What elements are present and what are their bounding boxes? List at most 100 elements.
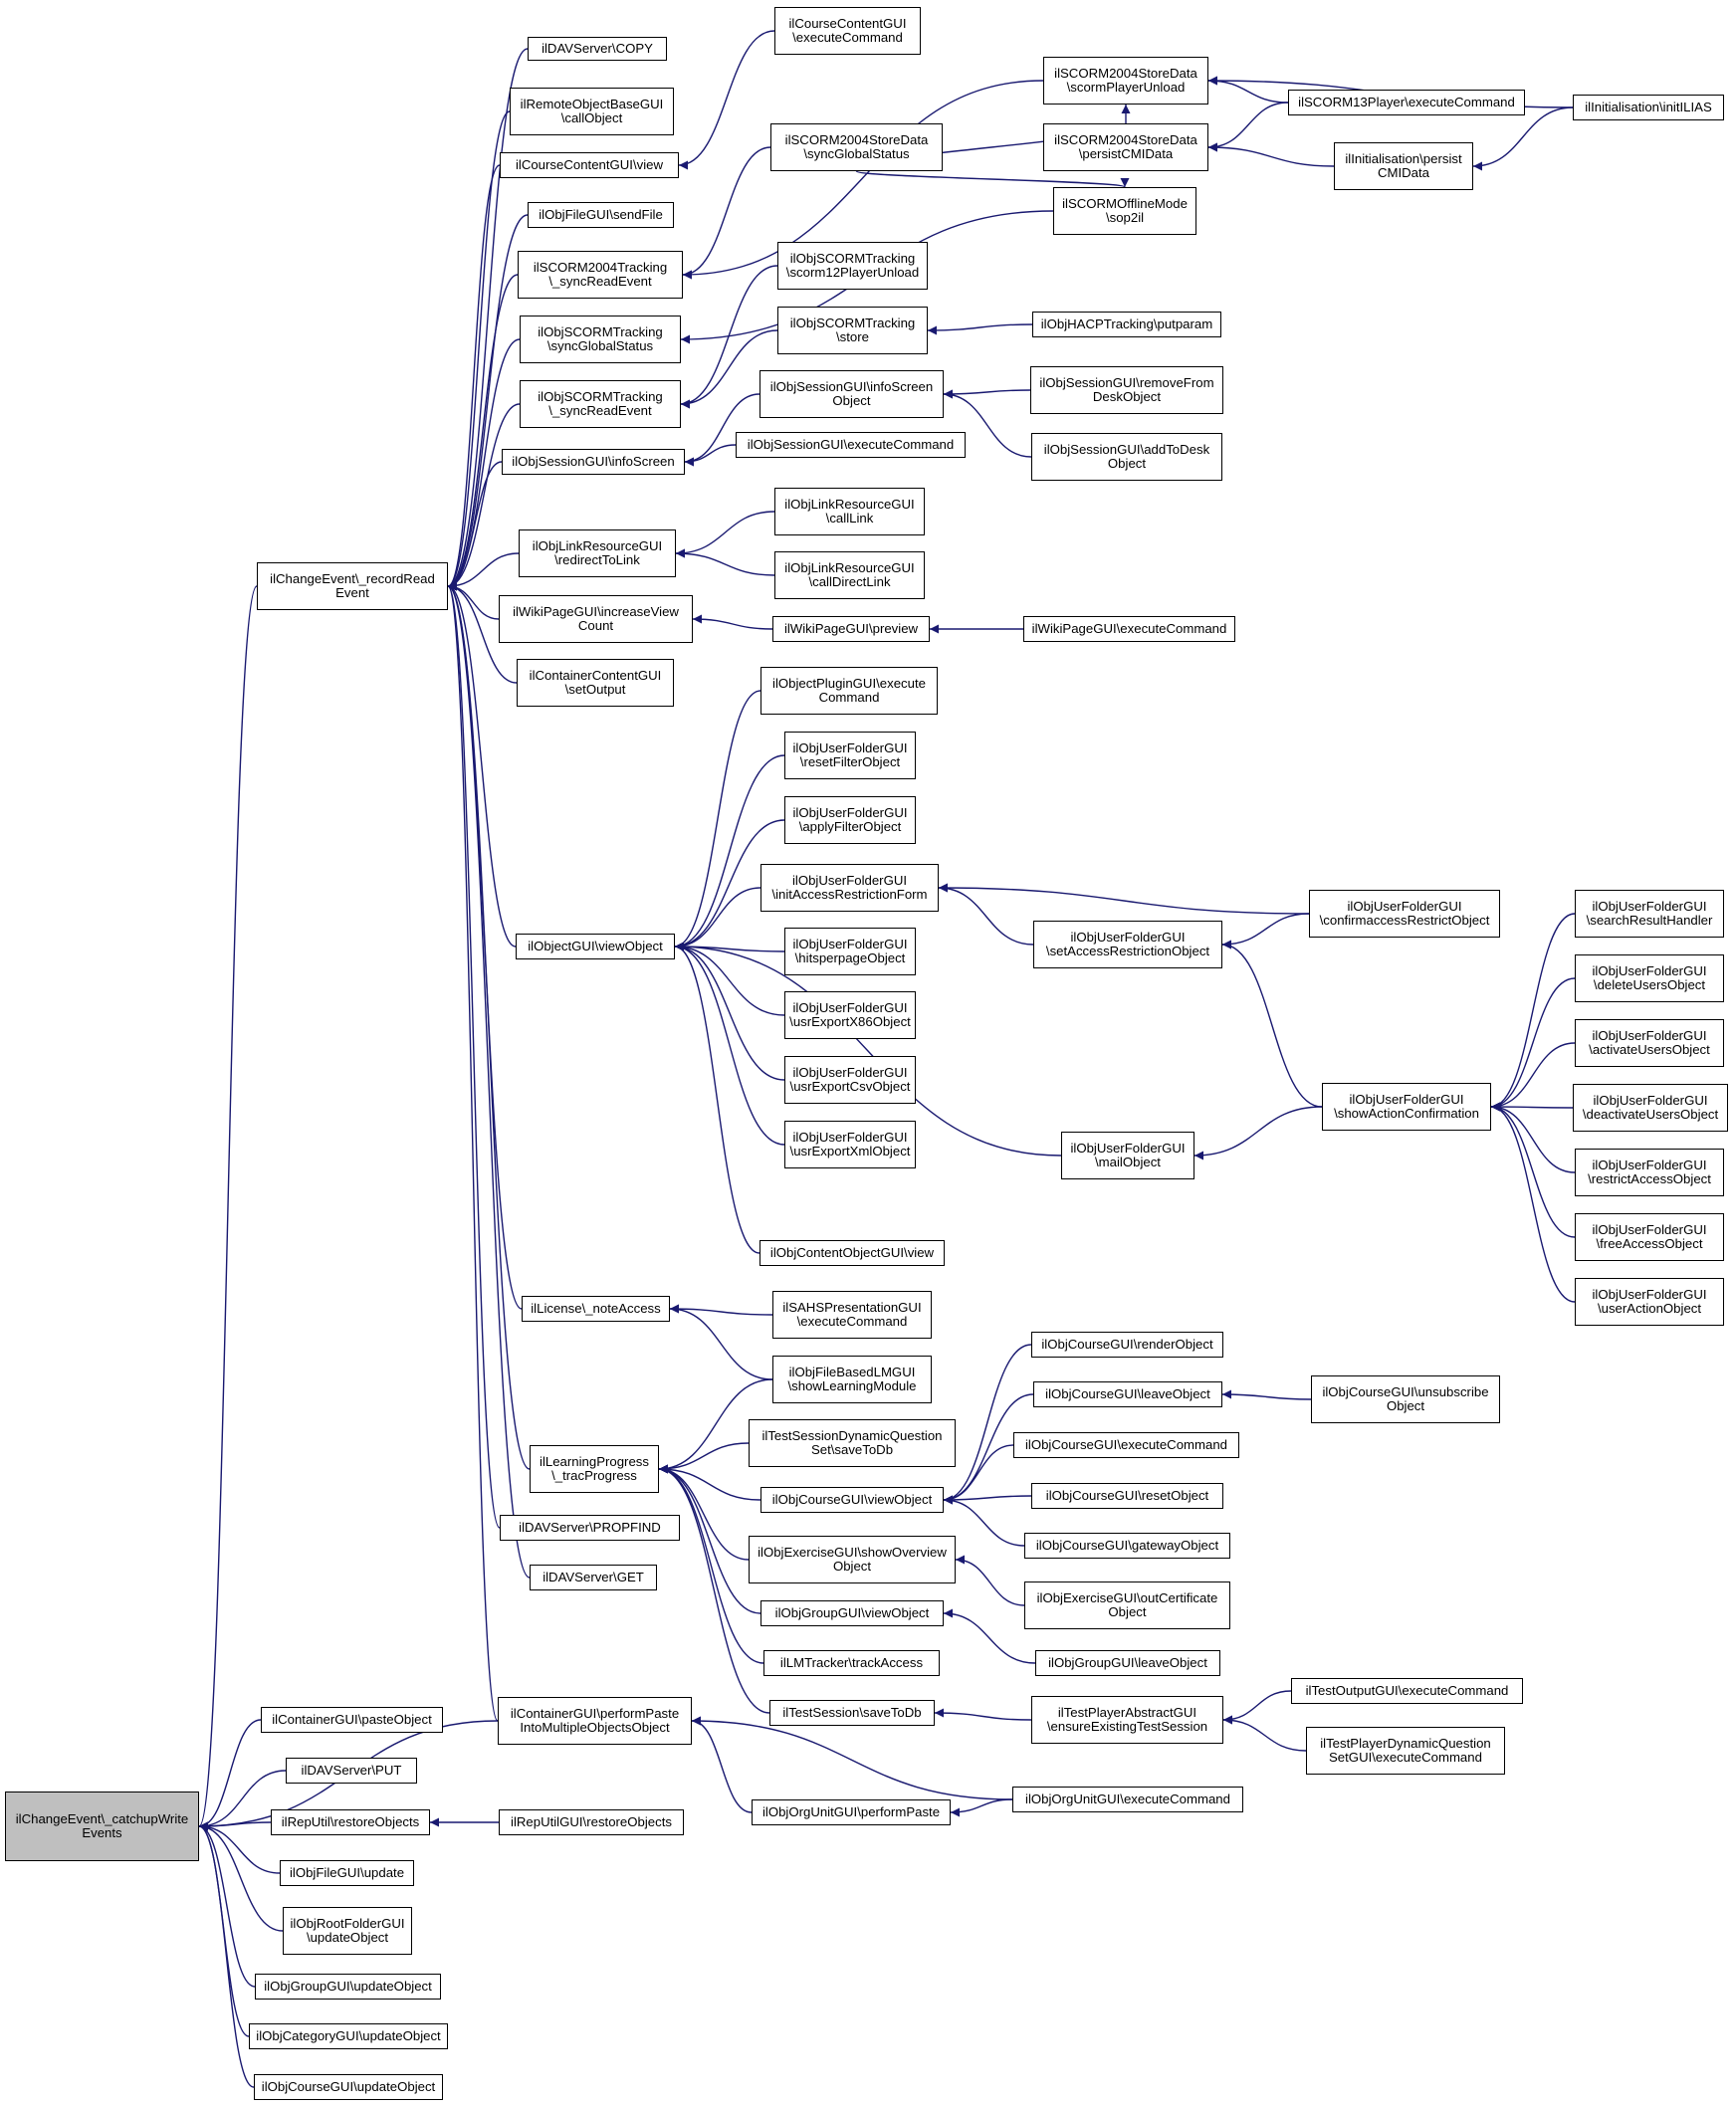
- edge-storeSync-to-scorm2004Sync: [682, 146, 771, 280]
- node-contPaste[interactable]: ilContainerGUI\pasteObject: [261, 1707, 443, 1733]
- node-ufUserAct[interactable]: ilObjUserFolderGUI \userActionObject: [1575, 1278, 1724, 1326]
- edge-storeSync-to-offline: [855, 170, 1130, 188]
- node-lpTrac[interactable]: ilLearningProgress \_tracProgress: [530, 1445, 659, 1493]
- node-fileSend[interactable]: ilObjFileGUI\sendFile: [528, 202, 674, 228]
- node-repGuiRestore[interactable]: ilRepUtilGUI\restoreObjects: [499, 1809, 684, 1835]
- node-sessInfoObj[interactable]: ilObjSessionGUI\infoScreen Object: [760, 370, 944, 418]
- node-objView[interactable]: ilObjectGUI\viewObject: [516, 934, 675, 959]
- node-ufRestrict[interactable]: ilObjUserFolderGUI \restrictAccessObject: [1575, 1149, 1724, 1196]
- node-crsView[interactable]: ilObjCourseGUI\viewObject: [760, 1487, 944, 1513]
- edge-linkDirect-to-linkRedirect: [675, 548, 775, 576]
- node-objScormSyncRead[interactable]: ilObjSCORMTracking \_syncReadEvent: [520, 380, 681, 428]
- edge-scorm13Exec-to-storePersist: [1207, 102, 1289, 152]
- node-ccView[interactable]: ilCourseContentGUI\view: [500, 152, 679, 178]
- node-grpView[interactable]: ilObjGroupGUI\viewObject: [760, 1600, 944, 1626]
- node-ufShowAct[interactable]: ilObjUserFolderGUI \showActionConfirmati…: [1322, 1083, 1491, 1131]
- node-davGet[interactable]: ilDAVServer\GET: [530, 1565, 657, 1590]
- node-tsSave[interactable]: ilTestSession\saveToDb: [769, 1700, 935, 1726]
- node-ufApply[interactable]: ilObjUserFolderGUI \applyFilterObject: [784, 796, 916, 844]
- node-contPerform[interactable]: ilContainerGUI\performPaste IntoMultiple…: [498, 1697, 692, 1745]
- node-crsUnsub[interactable]: ilObjCourseGUI\unsubscribe Object: [1311, 1375, 1500, 1423]
- edge-ouExec-to-contPerform: [691, 1716, 1013, 1800]
- node-remoteCall[interactable]: ilRemoteObjectBaseGUI \callObject: [510, 88, 674, 135]
- node-ouPerform[interactable]: ilObjOrgUnitGUI\performPaste: [752, 1799, 951, 1825]
- node-ufXml[interactable]: ilObjUserFolderGUI \usrExportXmlObject: [784, 1121, 916, 1168]
- node-contSetOut[interactable]: ilContainerContentGUI \setOutput: [517, 659, 674, 707]
- node-crsRender[interactable]: ilObjCourseGUI\renderObject: [1031, 1332, 1223, 1358]
- node-ufConfirm[interactable]: ilObjUserFolderGUI \confirmaccessRestric…: [1309, 890, 1500, 938]
- node-ufActivate[interactable]: ilObjUserFolderGUI \activateUsersObject: [1575, 1019, 1724, 1067]
- node-linkCall[interactable]: ilObjLinkResourceGUI \callLink: [774, 488, 925, 535]
- node-rootFolder[interactable]: ilObjRootFolderGUI \updateObject: [283, 1907, 412, 1955]
- node-davPropfind[interactable]: ilDAVServer\PROPFIND: [500, 1515, 680, 1541]
- node-scorm13Exec[interactable]: ilSCORM13Player\executeCommand: [1288, 90, 1525, 115]
- node-crsUpdate[interactable]: ilObjCourseGUI\updateObject: [254, 2074, 443, 2100]
- node-repRestore[interactable]: ilRepUtil\restoreObjects: [271, 1809, 430, 1835]
- edge-crsExec-to-crsView: [943, 1444, 1014, 1505]
- node-toExec[interactable]: ilTestOutputGUI\executeCommand: [1291, 1678, 1523, 1704]
- node-linkRedirect[interactable]: ilObjLinkResourceGUI \redirectToLink: [519, 529, 676, 577]
- node-linkDirect[interactable]: ilObjLinkResourceGUI \callDirectLink: [774, 551, 925, 599]
- node-excCert[interactable]: ilObjExerciseGUI\outCertificate Object: [1024, 1581, 1230, 1629]
- edge-sessExec-to-sessInfo: [684, 444, 737, 467]
- node-recordRead[interactable]: ilChangeEvent\_recordRead Event: [257, 562, 448, 610]
- node-scormStore[interactable]: ilObjSCORMTracking \store: [777, 307, 928, 354]
- node-crsLeave[interactable]: ilObjCourseGUI\leaveObject: [1033, 1381, 1222, 1407]
- node-storePersist[interactable]: ilSCORM2004StoreData \persistCMIData: [1043, 123, 1208, 171]
- node-license[interactable]: ilLicense\_noteAccess: [522, 1296, 670, 1322]
- node-hacp[interactable]: ilObjHACPTracking\putparam: [1032, 312, 1221, 337]
- node-tpdqExec[interactable]: ilTestPlayerDynamicQuestion SetGUI\execu…: [1306, 1727, 1505, 1775]
- node-cobView[interactable]: ilObjContentObjectGUI\view: [760, 1240, 945, 1266]
- node-ufX86[interactable]: ilObjUserFolderGUI \usrExportX86Object: [784, 991, 916, 1039]
- node-ufCsv[interactable]: ilObjUserFolderGUI \usrExportCsvObject: [784, 1056, 916, 1104]
- node-wikiExec[interactable]: ilWikiPageGUI\executeCommand: [1023, 616, 1235, 642]
- node-initPersist[interactable]: ilInitialisation\persist CMIData: [1334, 142, 1473, 190]
- node-scorm12Unload[interactable]: ilObjSCORMTracking \scorm12PlayerUnload: [777, 242, 928, 290]
- edge-grpView-to-lpTrac: [658, 1464, 761, 1614]
- node-davPut[interactable]: ilDAVServer\PUT: [286, 1758, 417, 1784]
- node-sessExec[interactable]: ilObjSessionGUI\executeCommand: [736, 432, 966, 458]
- node-ufDeactivate[interactable]: ilObjUserFolderGUI \deactivateUsersObjec…: [1573, 1084, 1728, 1132]
- node-davCopy[interactable]: ilDAVServer\COPY: [528, 37, 667, 61]
- node-crsExec[interactable]: ilObjCourseGUI\executeCommand: [1013, 1432, 1239, 1458]
- node-ufFree[interactable]: ilObjUserFolderGUI \freeAccessObject: [1575, 1213, 1724, 1261]
- node-sessInfo[interactable]: ilObjSessionGUI\infoScreen: [502, 449, 685, 475]
- node-catUpdate[interactable]: ilObjCategoryGUI\updateObject: [249, 2023, 448, 2049]
- node-initIlias[interactable]: ilInitialisation\initILIAS: [1573, 95, 1724, 120]
- node-fblm[interactable]: ilObjFileBasedLMGUI \showLearningModule: [772, 1356, 932, 1403]
- node-scorm2004Sync[interactable]: ilSCORM2004Tracking \_syncReadEvent: [518, 251, 683, 299]
- node-tsdqSave[interactable]: ilTestSessionDynamicQuestion Set\saveToD…: [749, 1419, 956, 1467]
- node-ufDelete[interactable]: ilObjUserFolderGUI \deleteUsersObject: [1575, 954, 1724, 1002]
- node-crsReset[interactable]: ilObjCourseGUI\resetObject: [1031, 1483, 1223, 1509]
- edge-davPropfind-to-recordRead: [447, 581, 501, 1529]
- node-pluginExec[interactable]: ilObjectPluginGUI\execute Command: [760, 667, 938, 715]
- node-tpEnsure[interactable]: ilTestPlayerAbstractGUI \ensureExistingT…: [1031, 1696, 1223, 1744]
- node-fileUpdate[interactable]: ilObjFileGUI\update: [280, 1860, 414, 1886]
- node-sessRemove[interactable]: ilObjSessionGUI\removeFrom DeskObject: [1030, 366, 1223, 414]
- node-ufMail[interactable]: ilObjUserFolderGUI \mailObject: [1061, 1132, 1194, 1179]
- node-grpUpdate[interactable]: ilObjGroupGUI\updateObject: [255, 1974, 441, 2000]
- node-crsGateway[interactable]: ilObjCourseGUI\gatewayObject: [1024, 1533, 1230, 1559]
- edge-linkRedirect-to-recordRead: [447, 552, 520, 591]
- node-ouExec[interactable]: ilObjOrgUnitGUI\executeCommand: [1012, 1787, 1243, 1812]
- node-ufSearch[interactable]: ilObjUserFolderGUI \searchResultHandler: [1575, 890, 1724, 938]
- node-sessAdd[interactable]: ilObjSessionGUI\addToDesk Object: [1031, 433, 1222, 481]
- node-wikiPreview[interactable]: ilWikiPageGUI\preview: [772, 616, 930, 642]
- edge-ufInitAcc-to-objView: [674, 887, 761, 951]
- node-ufHits[interactable]: ilObjUserFolderGUI \hitsperpageObject: [784, 928, 916, 975]
- node-offline[interactable]: ilSCORMOfflineMode \sop2il: [1053, 187, 1196, 235]
- node-ufReset[interactable]: ilObjUserFolderGUI \resetFilterObject: [784, 732, 916, 779]
- node-storeUnload[interactable]: ilSCORM2004StoreData \scormPlayerUnload: [1043, 57, 1208, 105]
- node-lmTrack[interactable]: ilLMTracker\trackAccess: [763, 1650, 940, 1676]
- node-storeSync[interactable]: ilSCORM2004StoreData \syncGlobalStatus: [770, 123, 943, 171]
- node-sahsExec[interactable]: ilSAHSPresentationGUI \executeCommand: [772, 1291, 932, 1339]
- node-objScormSyncGlobal[interactable]: ilObjSCORMTracking \syncGlobalStatus: [520, 316, 681, 363]
- node-ccExec[interactable]: ilCourseContentGUI \executeCommand: [774, 7, 921, 55]
- node-ufInitAcc[interactable]: ilObjUserFolderGUI \initAccessRestrictio…: [760, 864, 939, 912]
- node-grpLeave[interactable]: ilObjGroupGUI\leaveObject: [1035, 1650, 1220, 1676]
- node-ufSetAcc[interactable]: ilObjUserFolderGUI \setAccessRestriction…: [1033, 921, 1222, 968]
- node-root[interactable]: ilChangeEvent\_catchupWrite Events: [5, 1792, 199, 1861]
- node-excShow[interactable]: ilObjExerciseGUI\showOverview Object: [749, 1536, 956, 1583]
- node-wikiInc[interactable]: ilWikiPageGUI\increaseView Count: [499, 595, 693, 643]
